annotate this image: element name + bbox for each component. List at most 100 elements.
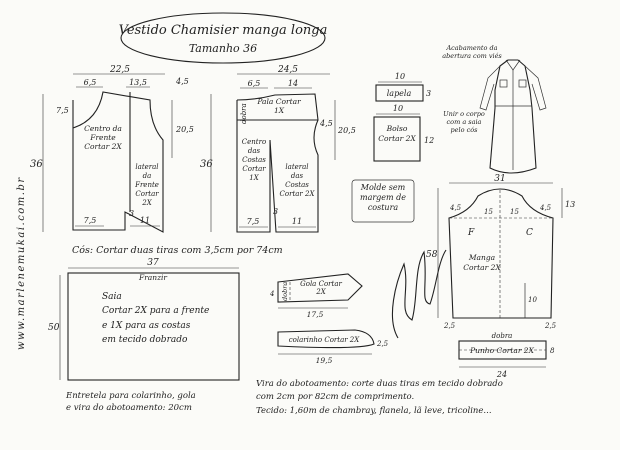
collar-stand-label: Gola Cortar 2X	[300, 280, 342, 296]
front-bodice-piece: 22,5 6,5 13,5 4,5 7,5 20,5 36 Centro da …	[30, 65, 194, 233]
back-bottom-left-dim: 7,5	[247, 217, 260, 226]
front-side-label-box: lateral da Frente Cortar 2X	[135, 163, 159, 207]
back-notch: 3	[273, 207, 278, 216]
pocket-width: 10	[393, 104, 403, 113]
collar-band-outline	[277, 329, 375, 349]
dress-collar	[505, 59, 521, 71]
waist-join-note-box: Unir o corpo com a saia pelo cós	[443, 110, 485, 134]
seam-note-box: Molde sem margem de costura	[359, 183, 407, 212]
lapel-width: 10	[395, 72, 405, 81]
binding-note: Acabamento da abertura com viés	[442, 44, 502, 60]
skirt-text-4: em tecido dobrado	[102, 335, 188, 345]
lapel-piece: 10 lapela 3	[375, 72, 431, 102]
front-notch: 3	[129, 209, 134, 218]
sleeve-bottom-right: 2,5	[544, 322, 557, 330]
skirt-text-3: e 1X para as costas	[102, 321, 191, 331]
skirt-width-dim: 37	[147, 258, 159, 268]
back-top-dim: 24,5	[277, 65, 298, 75]
lapel-label: lapela	[387, 89, 412, 98]
pocket-rect	[373, 116, 421, 162]
dress-body	[489, 59, 537, 174]
sleeve-right-dim: 15	[510, 208, 519, 216]
sleeve-outline	[448, 188, 554, 319]
fabric-note: Tecido: 1,60m de chambray, flanela, lã l…	[256, 405, 492, 416]
front-right-dim: 20,5	[175, 125, 194, 134]
sleeve-corner-right: 4,5	[539, 204, 552, 212]
sleeve-bottom-width: 24	[496, 370, 507, 379]
placket-note-1: Vira do abotoamento: corte duas tiras em…	[256, 379, 503, 389]
lapel-height: 3	[426, 89, 431, 98]
front-outline	[72, 91, 164, 233]
sleeve-top-dim: 31	[494, 174, 505, 184]
binding-note-box: Acabamento da abertura com viés	[442, 44, 502, 60]
cuff-fold-label: dobra	[492, 332, 513, 340]
pattern-title: Vestido Chamisier manga longa	[119, 23, 328, 38]
lapel-rect	[375, 84, 424, 102]
pocket-label-box: Bolso Cortar 2X	[378, 124, 416, 143]
title-ellipse	[120, 12, 326, 64]
front-mid-dim: 13,5	[129, 78, 147, 87]
collar-stand-length: 17,5	[307, 310, 324, 319]
back-fold-label: dobra	[240, 103, 248, 124]
dress-left-sleeve	[479, 65, 501, 111]
front-top-dim: 22,5	[109, 65, 130, 75]
front-corner-dim: 4,5	[175, 77, 189, 86]
website-watermark: www.marlenemukai.com.br	[16, 176, 27, 350]
title-bubble: Vestido Chamisier manga longa Tamanho 36	[119, 12, 328, 64]
back-bodice-piece: 24,5 6,5 14 20,5 4,5 dobra 36 Pala Corta…	[200, 65, 356, 233]
sleeve-cap-height: 13	[565, 200, 575, 209]
collar-stand-fold: dobra	[281, 282, 289, 301]
front-bottom-right-dim: 11	[140, 216, 150, 225]
back-side-label-box: lateral das Costas Cortar 2X	[280, 163, 315, 198]
sleeve-piece: 31 15 15 4,5 4,5 13 58 F C Manga Cortar …	[426, 174, 575, 330]
dress-illustration: Acabamento da abertura com viés Unir o c…	[442, 44, 547, 174]
seam-note-frame	[351, 179, 415, 223]
sleeve-bottom-left: 2,5	[443, 322, 456, 330]
collar-stand-piece: dobra Gola Cortar 2X 4 17,5	[269, 273, 363, 319]
cuff-height: 8	[550, 347, 555, 355]
interfacing-note-1: Entretela para colarinho, gola	[65, 391, 196, 401]
front-bottom-left-dim: 7,5	[84, 216, 97, 225]
skirt-piece: 37 Franzir 50 Saia Cortar 2X para a fren…	[48, 258, 240, 381]
back-yoke-label: Pala Cortar 1X	[257, 97, 301, 115]
sleeve-label-box: Manga Cortar 2X	[463, 253, 500, 272]
designer-signature	[391, 249, 447, 339]
skirt-text-1: Saia	[102, 292, 122, 302]
interfacing-note-2: e vira do abotoamento: 20cm	[66, 403, 192, 413]
skirt-gather-label: Franzir	[138, 273, 167, 282]
sleeve-height-dim: 58	[426, 250, 438, 260]
back-center-label: Centro das Costas Cortar 1X	[241, 138, 267, 182]
back-center-label-box: Centro das Costas Cortar 1X	[241, 138, 267, 182]
back-bottom-right-dim: 11	[292, 217, 302, 226]
front-center-label-box: Centro da Frente Cortar 2X	[84, 124, 122, 151]
collar-band-piece: colarinho Cortar 2X 2,5 19,5	[277, 329, 389, 365]
cuff-piece: dobra Punho Cortar 2X 8 24	[458, 332, 555, 379]
pocket-piece: 10 Bolso Cortar 2X 12	[373, 104, 434, 162]
seam-allowance-note: Molde sem margem de costura	[351, 179, 415, 223]
back-right-dim: 20,5	[337, 126, 356, 135]
back-height-dim: 36	[200, 159, 213, 170]
seam-note-text: Molde sem margem de costura	[359, 183, 407, 212]
sleeve-corner-left: 4,5	[449, 204, 462, 212]
collar-stand-outline	[277, 273, 363, 303]
pocket-height: 12	[424, 136, 434, 145]
placket-note-2: com 2cm por 82cm de comprimento.	[256, 392, 414, 402]
sleeve-left-dim: 15	[484, 208, 493, 216]
front-side-label: lateral da Frente Cortar 2X	[135, 163, 159, 207]
front-neck-dim: 7,5	[56, 106, 69, 115]
dress-right-pocket	[518, 79, 527, 88]
dress-right-sleeve	[524, 65, 547, 111]
back-outline	[236, 93, 319, 233]
pattern-size: Tamanho 36	[189, 42, 257, 55]
waist-join-note: Unir o corpo com a saia pelo cós	[443, 110, 485, 134]
collar-band-height: 2,5	[376, 340, 389, 348]
front-center-label: Centro da Frente Cortar 2X	[84, 124, 122, 151]
signature-scribble	[391, 249, 447, 339]
collar-stand-label-box: Gola Cortar 2X	[300, 280, 342, 296]
dress-left-pocket	[499, 79, 508, 88]
pocket-label: Bolso Cortar 2X	[378, 124, 416, 143]
collar-stand-height: 4	[269, 290, 274, 298]
skirt-rect	[67, 272, 240, 381]
